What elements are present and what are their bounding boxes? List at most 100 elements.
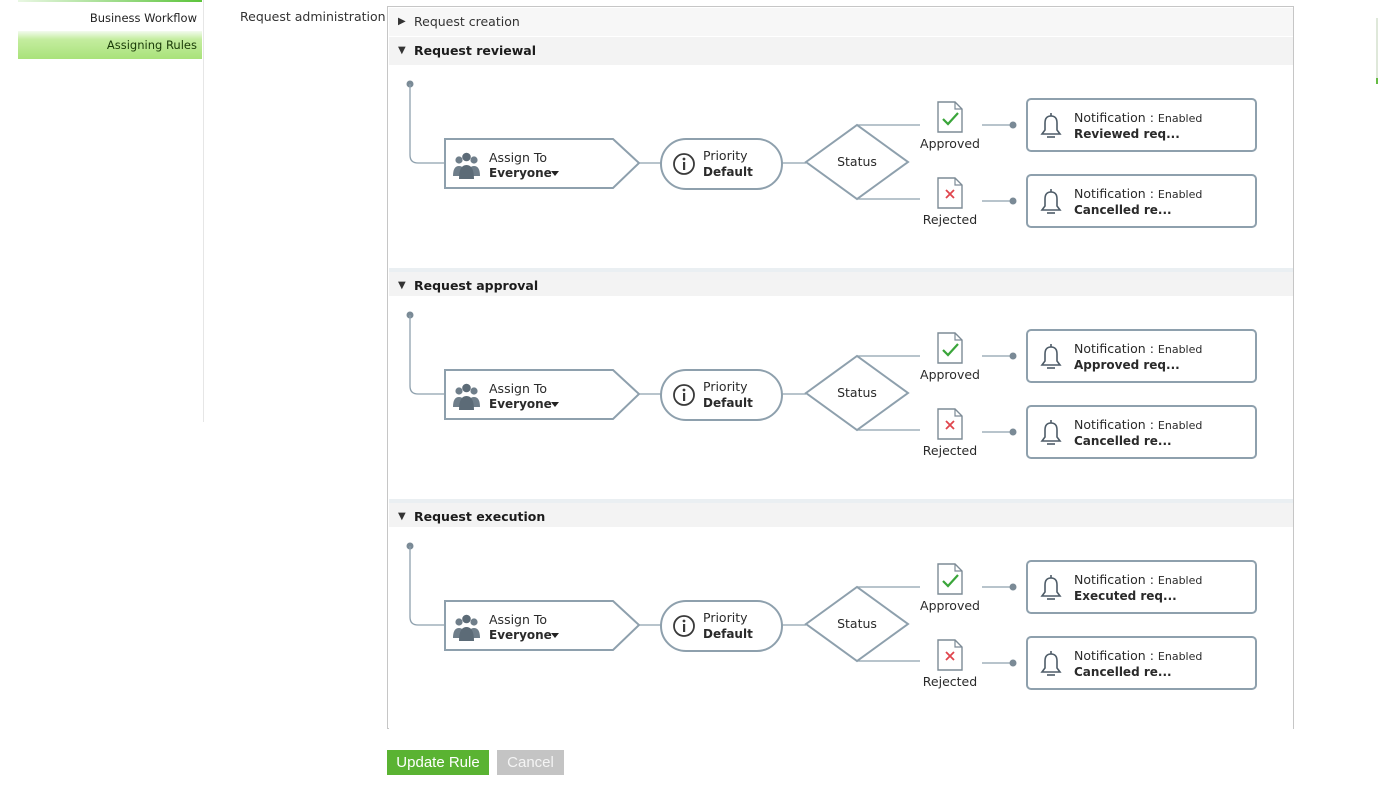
workflow-diagram: Assign ToEveryonePriorityDefaultStatusAp… [406,542,1257,690]
caret-down-icon: ▼ [398,511,406,522]
info-icon [673,384,695,406]
priority-label: Priority [703,379,748,394]
assign-to-value: Everyone [489,628,552,642]
notification-title: Notification : Enabled [1074,648,1202,663]
section-header-request-reviewal[interactable]: ▼ Request reviewal [389,37,1293,65]
assign-to-label: Assign To [489,612,547,627]
notification-value: Reviewed req... [1074,127,1180,141]
notification-value: Cancelled re... [1074,665,1172,679]
notification-value: Cancelled re... [1074,434,1172,448]
edge-scrollbar [1376,18,1378,82]
sidebar-item-business-workflow[interactable]: Business Workflow [89,11,197,25]
notification-title: Notification : Enabled [1074,186,1202,201]
info-icon [673,615,695,637]
field-label: Request administration [240,9,386,24]
priority-label: Priority [703,148,748,163]
notification-title: Notification : Enabled [1074,572,1202,587]
section-header-request-execution[interactable]: ▼ Request execution [389,503,1293,531]
bell-icon [1040,420,1062,445]
status-node: Status [804,354,910,432]
dropdown-arrow-icon[interactable] [551,171,559,176]
workflow-panel: ▶ Request creation ▼ Request reviewal As… [387,6,1294,730]
info-icon [673,153,695,175]
section-header-request-creation[interactable]: ▶ Request creation [389,8,1293,36]
workflow-start-connector [406,542,445,626]
notification-title: Notification : Enabled [1074,341,1202,356]
assign-to-value: Everyone [489,397,552,411]
cancel-button[interactable]: Cancel [497,750,564,775]
document-check-icon [937,332,963,364]
dropdown-arrow-icon[interactable] [551,402,559,407]
workflow-start-connector [406,80,445,164]
document-check-icon [937,101,963,133]
status-label: Status [837,385,877,400]
caret-down-icon: ▼ [398,45,406,56]
priority-value: Default [703,396,753,410]
status-label: Status [837,616,877,631]
section-separator [389,499,1293,503]
section-title: Request execution [414,509,546,524]
section-header-request-approval[interactable]: ▼ Request approval [389,272,1293,300]
rejected-label: Rejected [923,674,977,689]
people-icon [453,383,480,410]
caret-right-icon: ▶ [398,16,406,27]
update-rule-button[interactable]: Update Rule [387,750,489,775]
sidebar-item-assigning-rules[interactable]: Assigning Rules [18,31,202,59]
caret-down-icon: ▼ [398,280,406,291]
status-label: Status [837,154,877,169]
approved-label: Approved [920,136,980,151]
section-title: Request creation [414,14,520,29]
dropdown-arrow-icon[interactable] [551,633,559,638]
approved-label: Approved [920,367,980,382]
priority-value: Default [703,627,753,641]
notification-value: Approved req... [1074,358,1180,372]
sidebar-divider [203,0,204,422]
bell-icon [1040,344,1062,369]
document-check-icon [937,563,963,595]
document-x-icon [937,639,963,671]
people-icon [453,152,480,179]
rejected-branch: Rejected Notification : EnabledCancelled … [923,405,1257,459]
assign-to-label: Assign To [489,150,547,165]
assign-to-value: Everyone [489,166,552,180]
priority-label: Priority [703,610,748,625]
section-title: Request approval [414,278,539,293]
document-x-icon [937,177,963,209]
notification-value: Executed req... [1074,589,1177,603]
section-separator [389,268,1293,272]
rejected-label: Rejected [923,212,977,227]
bell-icon [1040,113,1062,138]
notification-value: Cancelled re... [1074,203,1172,217]
sidebar-top-accent [18,0,202,2]
edge-scrollbar-accent [1376,78,1378,84]
rejected-label: Rejected [923,443,977,458]
bell-icon [1040,189,1062,214]
status-node: Status [804,585,910,663]
document-x-icon [937,408,963,440]
assign-to-label: Assign To [489,381,547,396]
status-node: Status [804,123,910,201]
section-title: Request reviewal [414,43,537,58]
bell-icon [1040,575,1062,600]
rejected-branch: Rejected Notification : EnabledCancelled … [923,636,1257,690]
rejected-branch: Rejected Notification : EnabledCancelled … [923,174,1257,228]
priority-value: Default [703,165,753,179]
